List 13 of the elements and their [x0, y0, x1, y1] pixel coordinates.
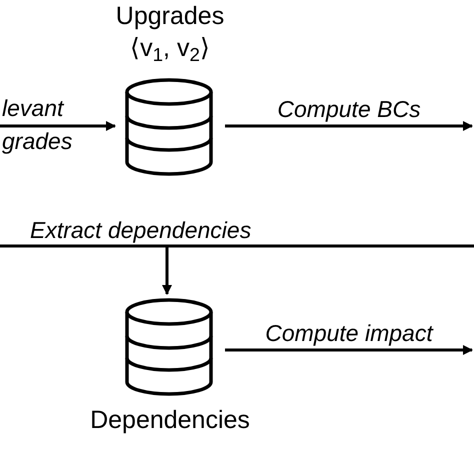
- node-label: ⟨v$_{1}$, v$_{2}$⟩: [130, 33, 210, 64]
- node-label: Upgrades: [116, 1, 224, 32]
- arrow: [0, 121, 116, 131]
- edge-label: Extract dependencies: [30, 216, 252, 245]
- edge-label: Compute impact: [264, 319, 434, 348]
- arrow: [0, 244, 474, 296]
- edge-label: levant grades: [2, 94, 74, 156]
- database-cylinder: [125, 78, 213, 176]
- arrow: [225, 121, 473, 131]
- arrow: [225, 345, 473, 355]
- edge-label: Compute BCs: [276, 95, 422, 124]
- database-cylinder: [125, 298, 213, 396]
- node-label: Dependencies: [90, 405, 250, 436]
